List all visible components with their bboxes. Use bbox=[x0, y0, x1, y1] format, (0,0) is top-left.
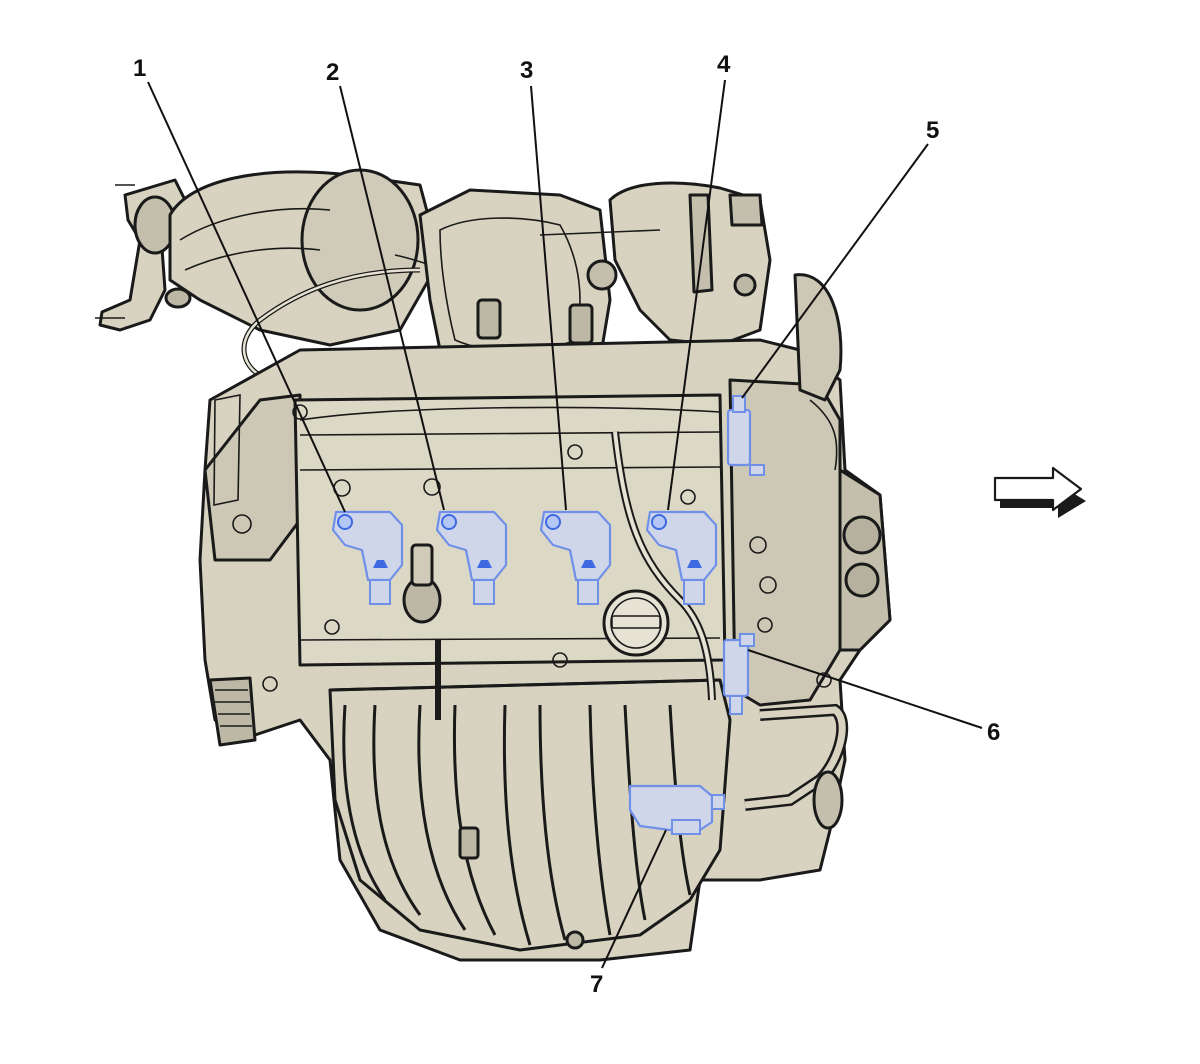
ignition-coil-1 bbox=[331, 510, 404, 605]
exhaust-flange bbox=[95, 178, 187, 332]
callout-2: 2 bbox=[326, 59, 339, 86]
oil-filler-cap bbox=[602, 589, 670, 657]
timing-cover bbox=[728, 273, 892, 707]
callout-5: 5 bbox=[926, 117, 939, 144]
ignition-coil-3 bbox=[539, 510, 612, 605]
callout-3: 3 bbox=[520, 57, 533, 84]
callout-6: 6 bbox=[987, 719, 1000, 746]
intake-manifold bbox=[328, 678, 732, 952]
catalytic-converter bbox=[164, 168, 442, 347]
solenoid-valve-upper bbox=[726, 395, 765, 476]
pcv-valve bbox=[402, 543, 442, 720]
callout-1: 1 bbox=[133, 55, 146, 82]
callout-7: 7 bbox=[590, 971, 603, 998]
leader-lines bbox=[147, 79, 983, 969]
ignition-coil-2 bbox=[435, 510, 508, 605]
purge-valve bbox=[628, 784, 725, 835]
right-arrow-icon bbox=[993, 466, 1086, 518]
highlighted-parts bbox=[331, 395, 765, 835]
engine-left-side bbox=[203, 393, 302, 747]
turbocharger bbox=[418, 188, 618, 398]
callout-4: 4 bbox=[717, 51, 731, 78]
ignition-coil-4 bbox=[645, 510, 718, 605]
compressor-housing bbox=[539, 181, 772, 347]
callout-labels: 1 2 3 4 5 6 7 bbox=[133, 51, 1000, 998]
solenoid-valve-lower bbox=[722, 633, 755, 715]
